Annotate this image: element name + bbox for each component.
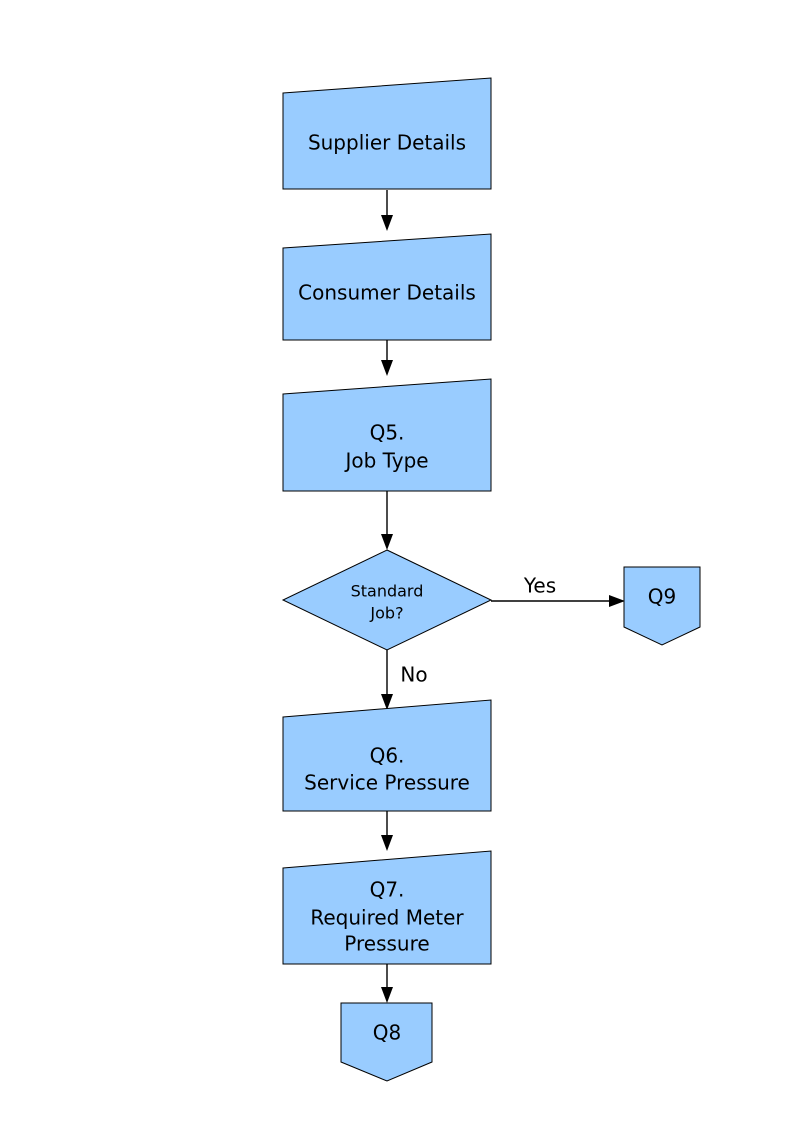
node-q5-job-type[interactable]: Q5. Job Type (282, 378, 492, 492)
edge-q5-to-decision (381, 490, 393, 550)
node-label-consumer-details: Consumer Details (298, 281, 476, 305)
node-shape-q9[interactable] (623, 566, 701, 646)
edge-decision-to-q9: Yes (491, 574, 625, 607)
node-shape-q6-service-pressure[interactable] (282, 699, 492, 812)
node-shape-supplier-details[interactable] (282, 77, 492, 190)
node-q9[interactable]: Q9 (623, 566, 701, 646)
arrow-head-icon (381, 694, 393, 710)
node-shape-q7-required-meter-pressure[interactable] (282, 850, 492, 965)
node-q6-service-pressure[interactable]: Q6. Service Pressure (282, 699, 492, 812)
arrow-head-icon (381, 360, 393, 376)
edge-label-no: No (400, 663, 427, 687)
arrow-head-icon (381, 534, 393, 550)
edge-q7-to-q8 (381, 963, 393, 1003)
node-standard-job-decision[interactable]: Standard Job? (281, 549, 493, 651)
node-shape-standard-job-decision[interactable] (281, 549, 493, 651)
node-label-q7-line3: Pressure (344, 932, 429, 956)
node-label-q9: Q9 (648, 585, 676, 609)
node-label-q5-line2: Job Type (343, 449, 428, 473)
node-label-q6-line2: Service Pressure (304, 771, 470, 795)
node-consumer-details[interactable]: Consumer Details (282, 233, 492, 341)
arrow-head-icon (381, 835, 393, 851)
node-q7-required-meter-pressure[interactable]: Q7. Required Meter Pressure (282, 850, 492, 965)
node-label-decision-line2: Job? (369, 604, 403, 623)
node-label-q8: Q8 (373, 1021, 401, 1045)
node-label-q7-line1: Q7. (370, 878, 405, 902)
edge-supplier-to-consumer (381, 190, 393, 231)
edge-decision-to-q6: No (381, 650, 428, 710)
node-label-q5-line1: Q5. (370, 421, 405, 445)
node-label-q7-line2: Required Meter (310, 906, 464, 930)
arrow-head-icon (609, 595, 625, 607)
node-shape-q5-job-type[interactable] (282, 378, 492, 492)
node-shape-q8[interactable] (340, 1002, 433, 1082)
node-label-decision-line1: Standard (351, 582, 424, 601)
node-shape-consumer-details[interactable] (282, 233, 492, 341)
edge-label-yes: Yes (523, 574, 556, 598)
node-q8[interactable]: Q8 (340, 1002, 433, 1082)
arrow-head-icon (381, 215, 393, 231)
edge-q6-to-q7 (381, 810, 393, 851)
node-supplier-details[interactable]: Supplier Details (282, 77, 492, 190)
arrow-head-icon (381, 987, 393, 1003)
node-label-q6-line1: Q6. (370, 744, 405, 768)
edge-consumer-to-q5 (381, 339, 393, 376)
node-label-supplier-details: Supplier Details (308, 131, 466, 155)
